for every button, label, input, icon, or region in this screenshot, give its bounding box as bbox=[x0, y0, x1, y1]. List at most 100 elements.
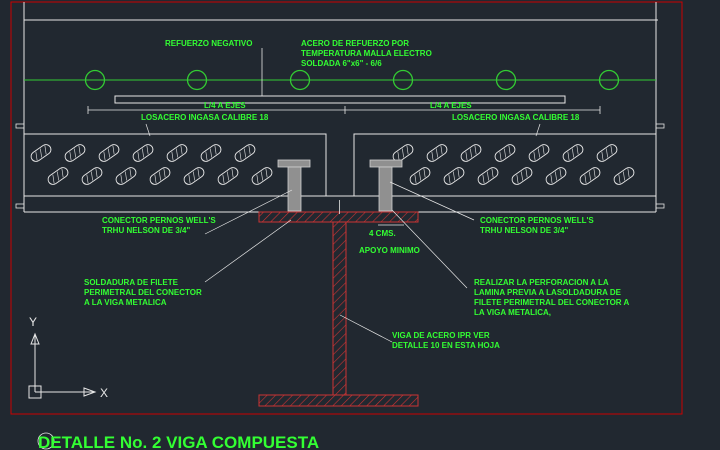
shear-stud-right bbox=[369, 159, 403, 212]
deck-rib-hatch bbox=[593, 168, 596, 178]
deck-rib-hatch bbox=[431, 151, 434, 161]
deck-rib-capsule bbox=[30, 144, 52, 162]
deck-rib-hatch bbox=[159, 171, 161, 181]
deck-rib-hatch bbox=[35, 151, 38, 161]
deck-rib-hatch bbox=[572, 148, 574, 158]
deck-rib-hatch bbox=[504, 148, 506, 158]
deck-rib-hatch bbox=[188, 174, 191, 184]
deck-rib-hatch bbox=[52, 174, 55, 184]
deck-rib-hatch bbox=[508, 145, 511, 155]
label-conector-right-2: TRHU NELSON DE 3/4" bbox=[480, 226, 568, 235]
negative-reinforcement-bar bbox=[114, 95, 566, 104]
deck-rib-capsule bbox=[64, 144, 86, 162]
rebar-bars bbox=[84, 69, 620, 91]
deck-rib-hatch bbox=[265, 168, 268, 178]
ucs-y-label: Y bbox=[29, 315, 37, 329]
label-realizar-2: LAMINA PREVIA A LASOLDADURA DE bbox=[474, 288, 622, 297]
deck-rib-hatch bbox=[589, 171, 591, 181]
deck-rib-hatch bbox=[44, 145, 47, 155]
deck-rib-hatch bbox=[618, 174, 621, 184]
deck-ribs-right bbox=[392, 144, 635, 185]
deck-rib-hatch bbox=[146, 145, 149, 155]
deck-rib-hatch bbox=[623, 171, 625, 181]
deck-rib-hatch bbox=[180, 145, 183, 155]
deck-rib-capsule bbox=[217, 167, 239, 185]
deck-rib-hatch bbox=[103, 151, 106, 161]
deck-rib-hatch bbox=[244, 148, 246, 158]
deck-rib-hatch bbox=[227, 171, 229, 181]
deck-rib-hatch bbox=[261, 171, 263, 181]
deck-rib-hatch bbox=[419, 171, 421, 181]
deck-rib-capsule bbox=[596, 144, 618, 162]
deck-rib-hatch bbox=[627, 168, 630, 178]
deck-rib-hatch bbox=[491, 168, 494, 178]
deck-rib-capsule bbox=[443, 167, 465, 185]
deck-rib-hatch bbox=[57, 171, 59, 181]
rebar-bar bbox=[598, 69, 620, 91]
deck-rib-hatch bbox=[193, 171, 195, 181]
deck-rib-hatch bbox=[120, 174, 123, 184]
deck-rib-hatch bbox=[74, 148, 76, 158]
deck-rib-hatch bbox=[470, 148, 472, 158]
deck-rib-capsule bbox=[98, 144, 120, 162]
notch-right-bottom bbox=[655, 203, 665, 209]
label-conector-right-1: CONECTOR PERNOS WELL'S bbox=[480, 216, 594, 225]
deck-rib-capsule bbox=[392, 144, 414, 162]
deck-rib-capsule bbox=[426, 144, 448, 162]
deck-rib-capsule bbox=[409, 167, 431, 185]
deck-rib-hatch bbox=[453, 171, 455, 181]
deck-rib-hatch bbox=[61, 168, 64, 178]
deck-rib-hatch bbox=[521, 171, 523, 181]
deck-rib-hatch bbox=[499, 151, 502, 161]
deck-rib-hatch bbox=[239, 151, 242, 161]
label-soldadura-3: A LA VIGA METALICA bbox=[84, 298, 167, 307]
deck-ribs-left bbox=[30, 144, 273, 185]
deck-rib-hatch bbox=[95, 168, 98, 178]
deck-rib-capsule bbox=[545, 167, 567, 185]
deck-rib-capsule bbox=[528, 144, 550, 162]
label-acero-3: SOLDADA 6"x6" - 6/6 bbox=[301, 59, 382, 68]
deck-rib-capsule bbox=[200, 144, 222, 162]
deck-rib-hatch bbox=[487, 171, 489, 181]
deck-rib-hatch bbox=[525, 168, 528, 178]
label-conector-left-2: TRHU NELSON DE 3/4" bbox=[102, 226, 190, 235]
deck-rib-hatch bbox=[555, 171, 557, 181]
deck-rib-hatch bbox=[248, 145, 251, 155]
deck-rib-capsule bbox=[494, 144, 516, 162]
steel-deck-left bbox=[23, 133, 327, 197]
deck-rib-capsule bbox=[234, 144, 256, 162]
deck-rib-hatch bbox=[86, 174, 89, 184]
deck-rib-hatch bbox=[256, 174, 259, 184]
title-marker bbox=[37, 432, 55, 450]
deck-rib-hatch bbox=[406, 145, 409, 155]
shear-stud-left bbox=[277, 159, 311, 212]
deck-rib-hatch bbox=[163, 168, 166, 178]
steel-deck-right bbox=[353, 133, 656, 197]
rebar-bar bbox=[84, 69, 106, 91]
label-l4-right: L/4 A EJES bbox=[430, 101, 472, 110]
deck-rib-capsule bbox=[477, 167, 499, 185]
deck-rib-hatch bbox=[533, 151, 536, 161]
notch-right bbox=[655, 123, 665, 129]
notch-left-bottom bbox=[15, 203, 25, 209]
deck-rib-hatch bbox=[214, 145, 217, 155]
deck-rib-hatch bbox=[440, 145, 443, 155]
deck-rib-hatch bbox=[137, 151, 140, 161]
deck-rib-capsule bbox=[47, 167, 69, 185]
deck-rib-hatch bbox=[129, 168, 132, 178]
deck-rib-hatch bbox=[154, 174, 157, 184]
deck-rib-capsule bbox=[183, 167, 205, 185]
label-losacero-left: LOSACERO INGASA CALIBRE 18 bbox=[141, 113, 269, 122]
deck-rib-capsule bbox=[166, 144, 188, 162]
deck-rib-capsule bbox=[132, 144, 154, 162]
deck-rib-hatch bbox=[402, 148, 404, 158]
label-soldadura-2: PERIMETRAL DEL CONECTOR bbox=[84, 288, 202, 297]
ucs-x-label: X bbox=[100, 386, 108, 400]
label-viga-1: VIGA DE ACERO IPR VER bbox=[392, 331, 490, 340]
deck-rib-hatch bbox=[538, 148, 540, 158]
deck-rib-hatch bbox=[210, 148, 212, 158]
deck-rib-hatch bbox=[436, 148, 438, 158]
drawing-frame bbox=[10, 1, 683, 415]
deck-rib-capsule bbox=[149, 167, 171, 185]
